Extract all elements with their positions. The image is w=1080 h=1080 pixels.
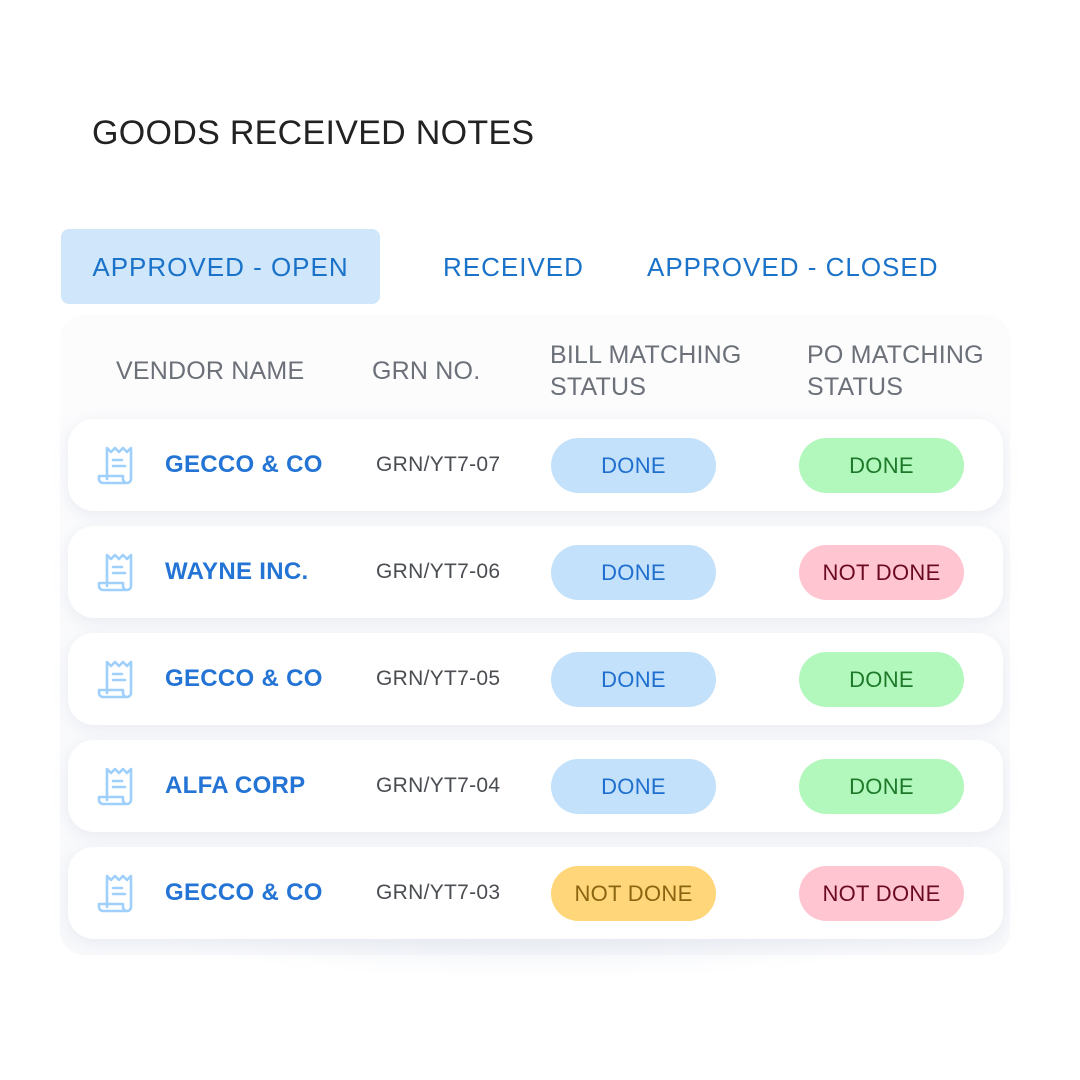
po-matching-status-badge: DONE — [799, 438, 964, 493]
grn-number: GRN/YT7-07 — [376, 453, 501, 476]
receipt-icon — [96, 871, 140, 915]
po-matching-status-badge: DONE — [799, 759, 964, 814]
vendor-name-link[interactable]: ALFA CORP — [165, 772, 306, 799]
table-row[interactable]: WAYNE INC. GRN/YT7-06 DONE NOT DONE — [68, 526, 1003, 618]
column-header-grn[interactable]: GRN NO. — [372, 357, 481, 385]
table-row[interactable]: ALFA CORP GRN/YT7-04 DONE DONE — [68, 740, 1003, 832]
bill-matching-status-badge: NOT DONE — [551, 866, 716, 921]
receipt-icon — [96, 443, 140, 487]
po-matching-status-badge: NOT DONE — [799, 545, 964, 600]
tab-approved-closed[interactable]: APPROVED - CLOSED — [647, 229, 939, 304]
column-header-po-status[interactable]: PO MATCHING STATUS — [807, 339, 984, 403]
vendor-name-link[interactable]: GECCO & CO — [165, 665, 323, 692]
bill-matching-status-badge: DONE — [551, 652, 716, 707]
column-header-bill-line1: BILL MATCHING — [550, 341, 742, 369]
grn-number: GRN/YT7-04 — [376, 774, 501, 797]
page-title: GOODS RECEIVED NOTES — [92, 114, 535, 152]
bill-matching-status-badge: DONE — [551, 438, 716, 493]
grn-number: GRN/YT7-05 — [376, 667, 501, 690]
table-row[interactable]: GECCO & CO GRN/YT7-05 DONE DONE — [68, 633, 1003, 725]
vendor-name-link[interactable]: WAYNE INC. — [165, 558, 309, 585]
vendor-name-link[interactable]: GECCO & CO — [165, 879, 323, 906]
column-header-bill-line2: STATUS — [550, 373, 647, 401]
bill-matching-status-badge: DONE — [551, 759, 716, 814]
column-header-po-line2: STATUS — [807, 373, 904, 401]
table-row[interactable]: GECCO & CO GRN/YT7-03 NOT DONE NOT DONE — [68, 847, 1003, 939]
column-header-po-line1: PO MATCHING — [807, 341, 984, 369]
tab-approved-open[interactable]: APPROVED - OPEN — [61, 229, 380, 304]
receipt-icon — [96, 550, 140, 594]
grn-number: GRN/YT7-06 — [376, 560, 501, 583]
column-header-bill-status[interactable]: BILL MATCHING STATUS — [550, 339, 742, 403]
tab-received[interactable]: RECEIVED — [443, 229, 584, 304]
table-row[interactable]: GECCO & CO GRN/YT7-07 DONE DONE — [68, 419, 1003, 511]
status-tabs: APPROVED - OPEN RECEIVED APPROVED - CLOS… — [61, 229, 1061, 304]
vendor-name-link[interactable]: GECCO & CO — [165, 451, 323, 478]
po-matching-status-badge: DONE — [799, 652, 964, 707]
grn-number: GRN/YT7-03 — [376, 881, 501, 904]
bill-matching-status-badge: DONE — [551, 545, 716, 600]
column-header-vendor[interactable]: VENDOR NAME — [116, 357, 305, 385]
po-matching-status-badge: NOT DONE — [799, 866, 964, 921]
receipt-icon — [96, 657, 140, 701]
receipt-icon — [96, 764, 140, 808]
